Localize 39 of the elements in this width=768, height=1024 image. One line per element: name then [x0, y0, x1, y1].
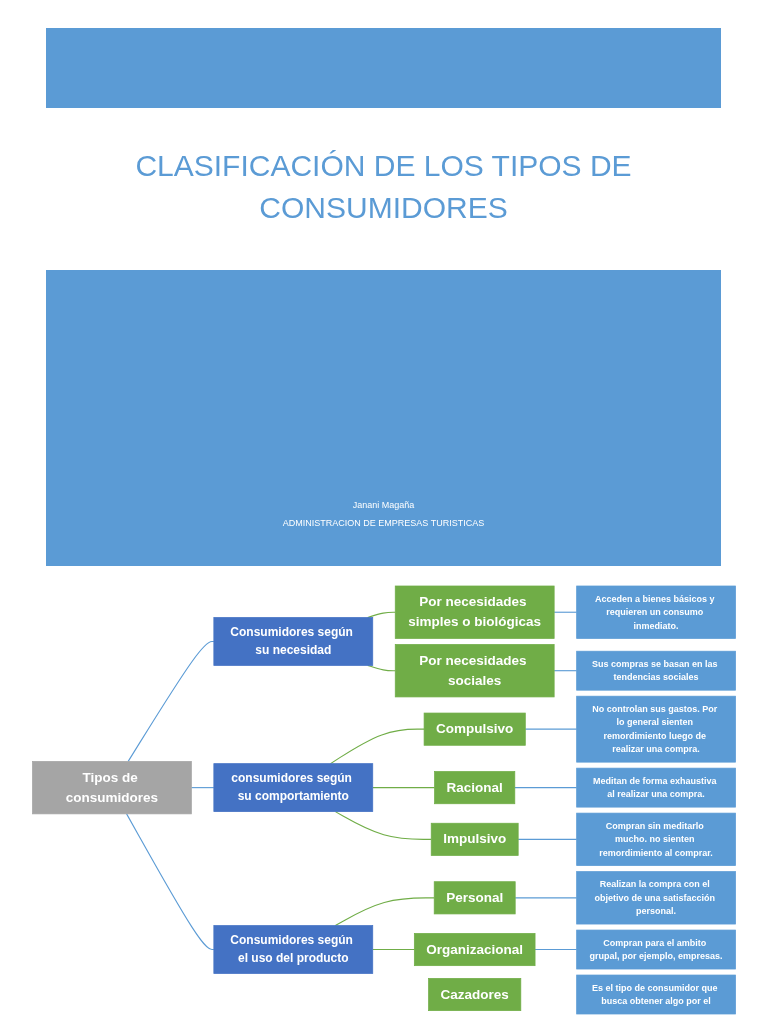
node-box: Compran para el ambito grupal, por ejemplo, empresas.	[576, 929, 736, 970]
title: CLASIFICACIÓN DE LOS TIPOS DE CONSUMIDORES	[134, 148, 633, 226]
connector	[334, 811, 432, 840]
node-box: Compran sin meditarlo mucho. no sienten remordimiento al comprar.	[576, 812, 736, 866]
node-box: Meditan de forma exhaustiva al realizar una compra.	[576, 767, 736, 808]
node-box: Organizacional	[413, 933, 536, 967]
node-box: Realizan la compra con el objetivo de una satisfacción personal.	[576, 871, 736, 925]
node-box: Cazadores	[428, 978, 522, 1011]
node-box: Acceden a bienes básicos y requieren un consumo inmediato.	[576, 585, 736, 639]
connector	[553, 611, 578, 613]
subtitle: ADMINISTRACION DE EMPRESAS TURISTICAS	[282, 518, 485, 528]
connector	[534, 949, 578, 951]
node-box: Tipos de consumidores	[32, 761, 192, 815]
node-box: No controlan sus gastos. Por lo general sienten remordimiento luego de realizar una compra.	[576, 695, 736, 763]
node-box: Sus compras se basan en las tendencias sociales	[576, 650, 736, 691]
connector	[514, 897, 578, 899]
connector	[127, 640, 215, 762]
node-box: Consumidores según el uso del producto	[213, 925, 374, 974]
connector	[367, 611, 396, 619]
node-box: Por necesidades simples o biológicas	[394, 585, 555, 639]
connector	[126, 813, 215, 951]
connector	[514, 787, 578, 789]
connector	[372, 949, 415, 951]
connector	[517, 838, 578, 840]
connector	[372, 787, 436, 789]
node-box: Consumidores según su necesidad	[213, 617, 374, 666]
node-box: Compulsivo	[423, 712, 526, 746]
connector	[524, 728, 578, 730]
connector	[329, 728, 425, 765]
node-box: Impulsivo	[430, 822, 519, 856]
node-box: Racional	[434, 771, 516, 805]
connector	[190, 787, 215, 789]
node-box: consumidores según su comportamiento	[213, 763, 374, 812]
node-box: Es el tipo de consumidor que busca obtener algo por el	[576, 974, 736, 1015]
node-box: Por necesidades sociales	[394, 644, 555, 698]
node-box: Personal	[433, 881, 516, 915]
connector	[334, 897, 435, 927]
author-name: Janani Magaña	[352, 500, 415, 510]
connector	[553, 670, 578, 672]
